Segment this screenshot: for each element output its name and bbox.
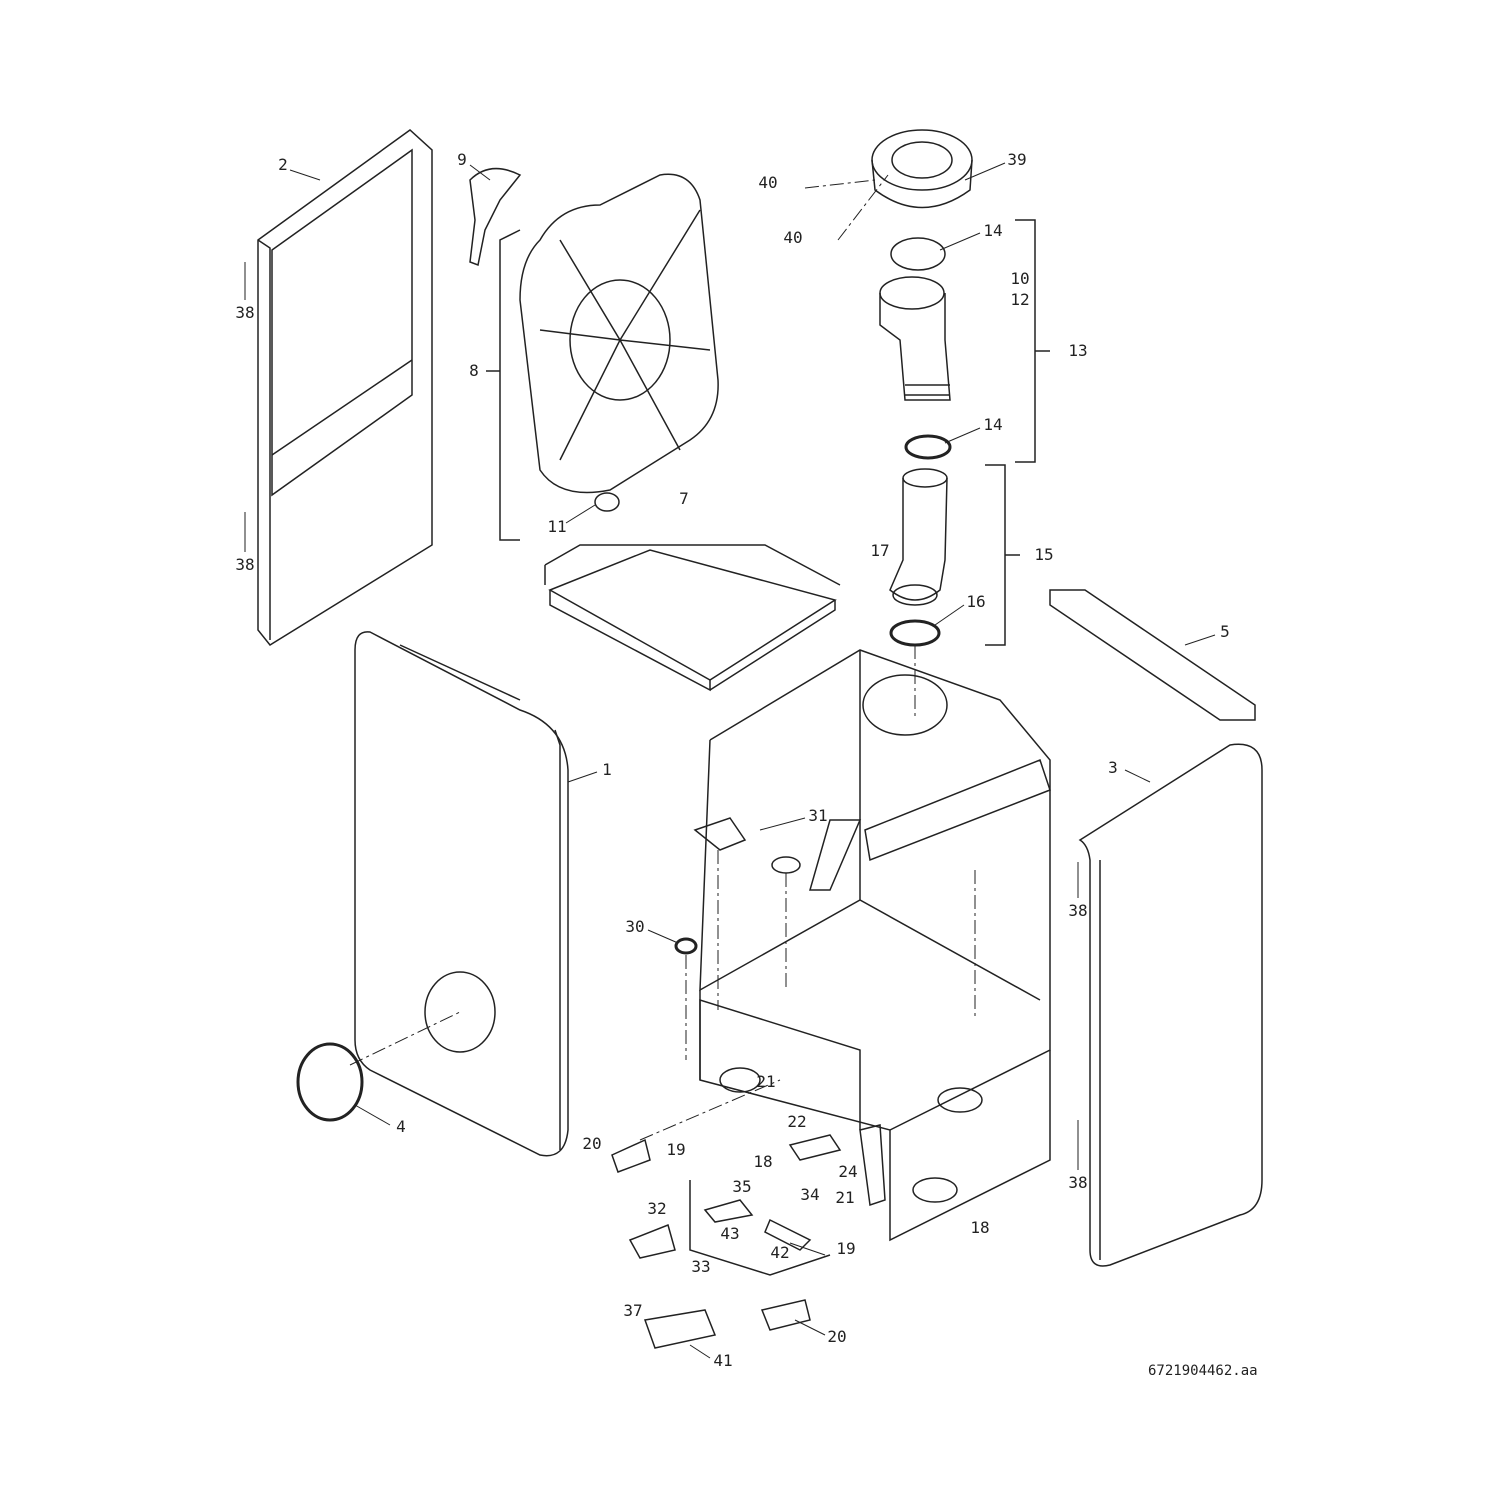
wall-bracket-5 xyxy=(1049,589,1256,721)
callout-5: 5 xyxy=(1220,622,1230,641)
washer-31 xyxy=(771,856,801,874)
group-bracket-8 xyxy=(486,229,521,541)
callout-2: 2 xyxy=(278,155,288,174)
sensor-20b xyxy=(760,1299,811,1331)
callout-19: 19 xyxy=(836,1239,856,1258)
callout-22: 22 xyxy=(787,1112,807,1131)
callout-20: 20 xyxy=(582,1134,602,1153)
callout-43: 43 xyxy=(720,1224,740,1243)
callout-30: 30 xyxy=(625,917,645,936)
group-bracket-15 xyxy=(985,464,1020,646)
part-24 xyxy=(859,1124,886,1206)
callout-38: 38 xyxy=(235,303,255,322)
part-32 xyxy=(628,1223,676,1259)
callout-9: 9 xyxy=(457,150,467,169)
callout-16: 16 xyxy=(966,592,986,611)
side-panel-right xyxy=(1078,743,1263,1267)
callout-21: 21 xyxy=(756,1072,776,1091)
callout-17: 17 xyxy=(870,541,890,560)
bracket-9 xyxy=(469,167,522,267)
callout-14: 14 xyxy=(983,221,1003,240)
washer-30 xyxy=(674,937,698,955)
plate-31 xyxy=(693,817,747,851)
callout-18: 18 xyxy=(753,1152,773,1171)
group-bracket-13 xyxy=(1015,219,1050,463)
callout-24: 24 xyxy=(838,1162,858,1181)
flue-pipe-15 xyxy=(889,468,948,606)
callout-12: 12 xyxy=(1010,290,1030,309)
callout-15: 15 xyxy=(1034,545,1054,564)
callout-37: 37 xyxy=(623,1301,643,1320)
plate-41 xyxy=(643,1309,717,1349)
callout-38: 38 xyxy=(235,555,255,574)
front-panel xyxy=(354,631,569,1157)
callout-21: 21 xyxy=(835,1188,855,1207)
callout-42: 42 xyxy=(770,1243,790,1262)
callout-31: 31 xyxy=(808,806,828,825)
tray-7 xyxy=(544,544,841,692)
callout-41: 41 xyxy=(713,1351,733,1370)
callout-35: 35 xyxy=(732,1177,752,1196)
flue-adapter xyxy=(871,129,973,209)
assembly-axis-lines xyxy=(349,174,976,1141)
flue-pipe-assembly xyxy=(879,276,951,401)
part-42 xyxy=(764,1218,812,1251)
callout-38: 38 xyxy=(1068,901,1088,920)
callout-34: 34 xyxy=(800,1185,820,1204)
leader-lines xyxy=(244,162,1216,1359)
seal-ring-4 xyxy=(296,1042,364,1122)
side-panel-left xyxy=(257,129,433,646)
part-34 xyxy=(788,1134,842,1161)
callout-10: 10 xyxy=(1010,269,1030,288)
seal-14b xyxy=(904,434,952,460)
boiler-frame xyxy=(699,649,1051,1242)
callout-32: 32 xyxy=(647,1199,667,1218)
seal-16 xyxy=(889,619,941,647)
callout-39: 39 xyxy=(1007,150,1027,169)
callout-1: 1 xyxy=(602,760,612,779)
callout-8: 8 xyxy=(469,361,479,380)
callout-4: 4 xyxy=(396,1117,406,1136)
callout-11: 11 xyxy=(547,517,567,536)
callout-14: 14 xyxy=(983,415,1003,434)
callout-40: 40 xyxy=(758,173,778,192)
seal-14 xyxy=(890,237,946,271)
callout-33: 33 xyxy=(691,1257,711,1276)
group-bracket-33 xyxy=(689,1180,831,1276)
drawing-number: 6721904462.aa xyxy=(1148,1363,1258,1379)
callout-3: 3 xyxy=(1108,758,1118,777)
callout-19: 19 xyxy=(666,1140,686,1159)
callout-40: 40 xyxy=(783,228,803,247)
callout-38: 38 xyxy=(1068,1173,1088,1192)
sensor-20 xyxy=(611,1138,651,1173)
callout-13: 13 xyxy=(1068,341,1088,360)
part-43 xyxy=(703,1199,754,1223)
expansion-vessel xyxy=(519,173,719,512)
callout-20: 20 xyxy=(827,1327,847,1346)
callout-18: 18 xyxy=(970,1218,990,1237)
callout-7: 7 xyxy=(679,489,689,508)
